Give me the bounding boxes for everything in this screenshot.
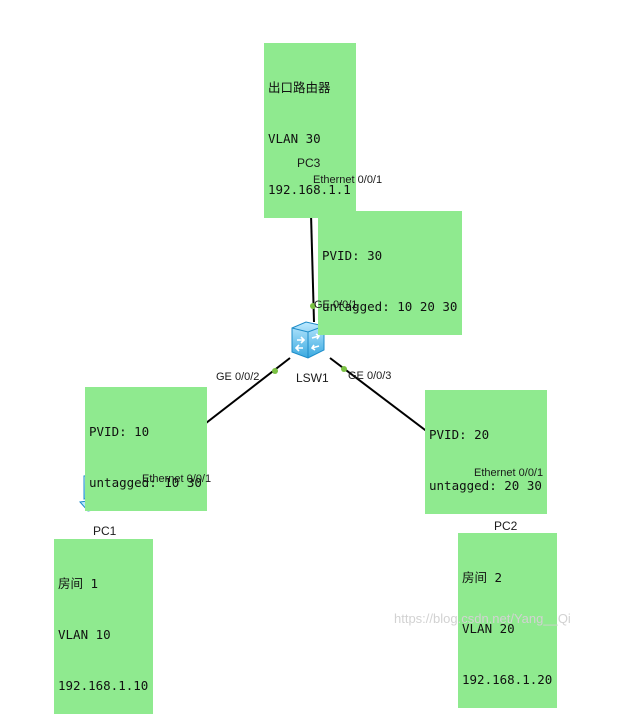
room1-note-line-1: 房间 1 [58, 576, 99, 591]
pc2-name: PC2 [494, 519, 518, 533]
watermark: https://blog.csdn.net/Yang__Qi [394, 611, 571, 626]
pc3-name: PC3 [297, 156, 321, 170]
switch-name: LSW1 [296, 371, 329, 385]
link-pc3-note-line-1: PVID: 30 [322, 248, 383, 263]
room1-note-line-2: VLAN 10 [58, 627, 111, 642]
pc1-name: PC1 [93, 524, 117, 538]
router-note-line-3: 192.168.1.1 [268, 182, 351, 197]
port-label-sw-ge3: GE 0/0/3 [348, 370, 392, 382]
link-pc2-note: PVID: 20 untagged: 20 30 [425, 390, 547, 514]
port-dot-sw-ge1 [310, 303, 316, 309]
link-pc1-note-line-2: untagged: 10 30 [89, 475, 202, 490]
link-pc3-note: PVID: 30 untagged: 10 20 30 [318, 211, 463, 335]
link-pc1-note: PVID: 10 untagged: 10 30 [85, 387, 207, 511]
room2-note-line-2: VLAN 20 [462, 621, 515, 636]
link-pc2-note-line-2: untagged: 20 30 [429, 478, 542, 493]
router-note: 出口路由器 VLAN 30 192.168.1.1 [264, 43, 356, 218]
port-label-pc2-eth: Ethernet 0/0/1 [474, 467, 544, 479]
router-note-line-1: 出口路由器 [268, 80, 331, 95]
room2-note-line-1: 房间 2 [462, 570, 503, 585]
link-pc3-note-line-2: untagged: 10 20 30 [322, 299, 458, 314]
port-label-pc3-eth: Ethernet 0/0/1 [313, 174, 383, 186]
router-note-line-2: VLAN 30 [268, 131, 321, 146]
port-label-pc1-eth: Ethernet 0/0/1 [142, 473, 212, 485]
room1-note-line-3: 192.168.1.10 [58, 678, 149, 693]
port-label-sw-ge2: GE 0/0/2 [216, 371, 260, 383]
port-label-sw-ge1: GE 0/0/1 [314, 299, 358, 311]
room1-note: 房间 1 VLAN 10 192.168.1.10 [54, 539, 154, 714]
room2-note-line-3: 192.168.1.20 [462, 672, 553, 687]
port-dot-sw-ge3 [341, 366, 347, 372]
link-pc1-note-line-1: PVID: 10 [89, 424, 150, 439]
port-dot-sw-ge2 [272, 368, 278, 374]
link-pc2-note-line-1: PVID: 20 [429, 427, 490, 442]
